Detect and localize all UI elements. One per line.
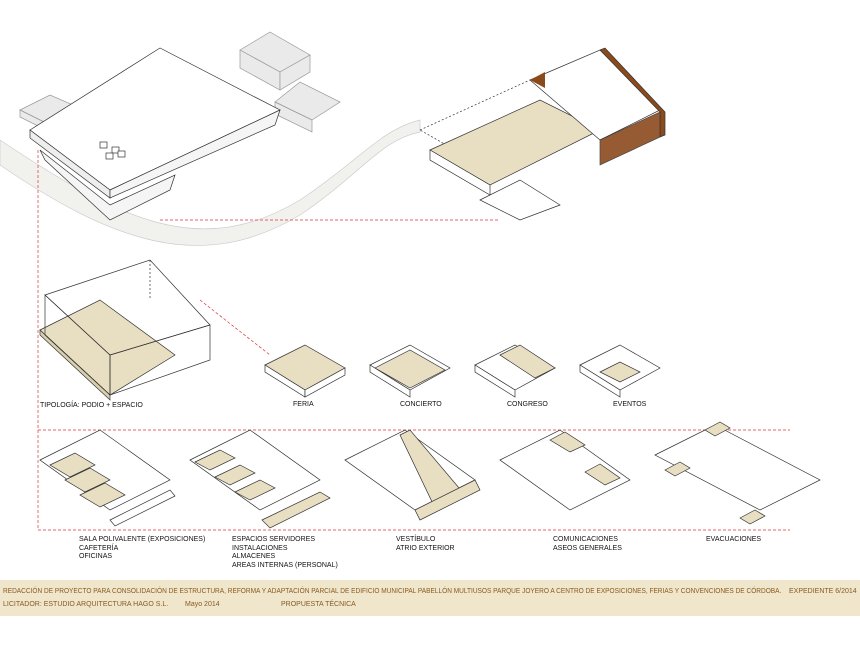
label-line: OFICINAS	[79, 553, 113, 560]
label-comunicaciones: COMUNICACIONES ASEOS GENERALES	[553, 536, 622, 553]
label-line: ALMACENES	[232, 553, 276, 560]
prog-comunicaciones	[499, 429, 631, 511]
label-line: COMUNICACIONES	[553, 536, 618, 543]
use-feria	[264, 344, 346, 398]
podio-espacio	[39, 259, 211, 401]
label-vestibulo: VESTÍBULO ATRIO EXTERIOR	[396, 536, 455, 553]
label-line: VESTÍBULO	[396, 536, 436, 543]
interior-exploded	[419, 47, 666, 221]
red-guides	[37, 150, 790, 531]
prog-espacios	[189, 429, 331, 529]
main-building	[29, 47, 281, 221]
label-line: SALA POLIVALENTE (EXPOSICIONES)	[79, 536, 206, 543]
prog-vestibulo	[344, 429, 481, 521]
title-block: REDACCIÓN DE PROYECTO PARA CONSOLIDACIÓN…	[0, 580, 860, 616]
label-line: INSTALACIONES	[232, 544, 288, 552]
label-line: ESPACIOS SERVIDORES	[232, 536, 315, 543]
prog-evacuaciones	[654, 421, 821, 525]
use-concierto	[369, 344, 451, 398]
licitador: LICITADOR: ESTUDIO ARQUITECTURA HAGO S.L…	[3, 601, 169, 608]
label-concierto: CONCIERTO	[400, 401, 442, 408]
label-tipologia: TIPOLOGÍA: PODIO + ESPACIO	[40, 402, 143, 409]
proposal-type: PROPUESTA TÉCNICA	[281, 601, 356, 608]
label-congreso: CONGRESO	[507, 401, 548, 408]
label-line: ASEOS GENERALES	[553, 544, 622, 552]
label-line: CAFETERÍA	[79, 544, 119, 552]
label-feria: FERIA	[293, 401, 314, 408]
label-evacuaciones: EVACUACIONES	[706, 536, 762, 543]
neighbour-blocks	[19, 31, 341, 133]
project-title: REDACCIÓN DE PROYECTO PARA CONSOLIDACIÓN…	[3, 588, 782, 595]
label-sala: SALA POLIVALENTE (EXPOSICIONES) CAFETERÍ…	[79, 536, 205, 562]
label-eventos: EVENTOS	[613, 401, 647, 408]
prog-sala	[39, 429, 176, 527]
use-eventos	[579, 344, 661, 398]
expediente: EXPEDIENTE 6/2014	[789, 588, 857, 595]
date: Mayo 2014	[185, 601, 220, 608]
label-line: ATRIO EXTERIOR	[396, 544, 455, 552]
label-line: AREAS INTERNAS (PERSONAL)	[232, 561, 338, 569]
label-espacios: ESPACIOS SERVIDORES INSTALACIONES ALMACE…	[232, 536, 338, 570]
use-congreso	[474, 344, 556, 398]
